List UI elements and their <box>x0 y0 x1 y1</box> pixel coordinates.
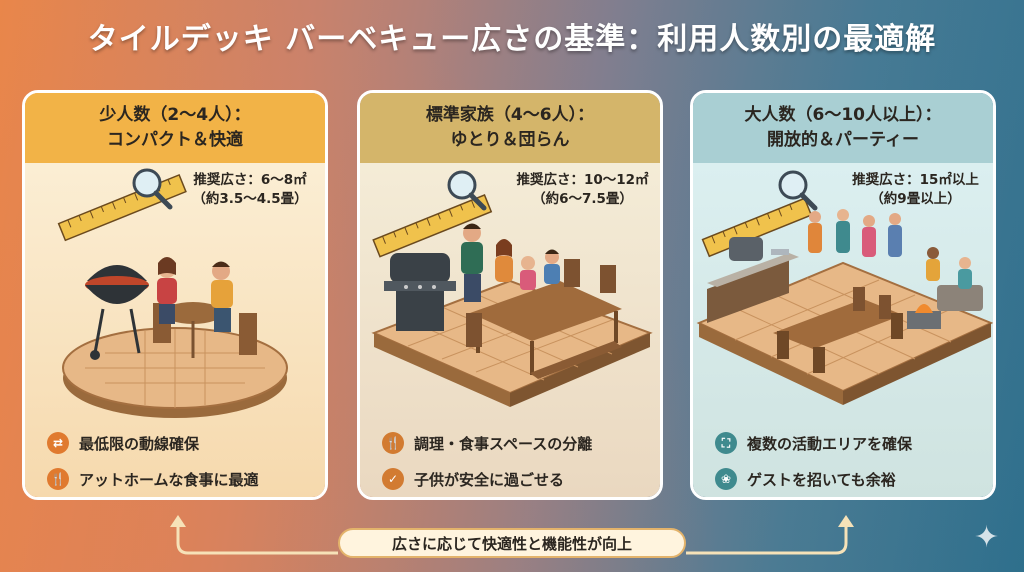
area-tatami: （約9畳以上） <box>870 190 961 207</box>
area-tatami: （約6〜7.5畳） <box>532 190 633 207</box>
feature-item: 🍴 調理・食事スペースの分離 <box>382 425 592 461</box>
arrows-exchange-icon: ⇄ <box>47 432 69 454</box>
recommended-area: 推奨広さ：15㎡以上 （約9畳以上） <box>833 171 993 209</box>
area-size: 推奨広さ：10〜12㎡ <box>516 172 649 188</box>
area-size: 推奨広さ：6〜8㎡ <box>193 172 307 188</box>
arrow-up-icon <box>170 515 186 527</box>
kettle-grill <box>85 265 149 360</box>
guest-3 <box>862 215 876 257</box>
gas-grill <box>384 253 456 331</box>
feature-list: ⇄ 最低限の動線確保 🍴 アットホームな食事に最適 <box>47 425 259 497</box>
guest-1 <box>808 211 822 253</box>
recommended-area: 推奨広さ：10〜12㎡ （約6〜7.5畳） <box>500 171 660 209</box>
person-mom <box>495 239 513 282</box>
arrow-up-icon <box>838 515 854 527</box>
feature-item: ⇄ 最低限の動線確保 <box>47 425 259 461</box>
feature-text: 最低限の動線確保 <box>79 434 200 453</box>
guest-5 <box>926 247 940 281</box>
footer-caption: 広さに応じて快適性と機能性が向上 <box>338 528 686 558</box>
outdoor-kitchen <box>707 237 799 323</box>
card-heading-line2: ゆとり＆団らん <box>450 130 570 150</box>
magnifier-icon <box>447 170 487 211</box>
card-family: 標準家族（4〜6人）： ゆとり＆団らん <box>357 90 663 500</box>
shield-check-icon: ✓ <box>382 468 404 490</box>
family-deck-illustration <box>371 170 653 407</box>
card-small-group: 少人数（2〜4人）： コンパクト＆快適 <box>22 90 328 500</box>
card-body: 推奨広さ：15㎡以上 （約9畳以上） ⛶ 複数の活動エリアを確保 ❀ ゲストを招… <box>693 163 993 497</box>
expand-area-icon: ⛶ <box>715 432 737 454</box>
card-large-group: 大人数（6〜10人以上）： 開放的＆パーティー <box>690 90 996 500</box>
person-child1 <box>520 256 536 290</box>
feature-item: ❀ ゲストを招いても余裕 <box>715 461 912 497</box>
page-title: タイルデッキ バーベキュー広さの基準：利用人数別の最適解 <box>87 22 937 57</box>
feature-text: ゲストを招いても余裕 <box>747 470 896 489</box>
feature-text: 複数の活動エリアを確保 <box>747 434 913 453</box>
guest-4 <box>888 213 902 257</box>
card-heading-line2: コンパクト＆快適 <box>107 130 243 150</box>
progress-arrow <box>170 515 854 555</box>
feature-item: 🍴 アットホームな食事に最適 <box>47 461 259 497</box>
paw-icon: ❀ <box>715 468 737 490</box>
feature-list: ⛶ 複数の活動エリアを確保 ❀ ゲストを招いても余裕 <box>715 425 912 497</box>
feature-list: 🍴 調理・食事スペースの分離 ✓ 子供が安全に過ごせる <box>382 425 592 497</box>
card-heading-line1: 大人数（6〜10人以上）： <box>744 105 942 126</box>
fork-knife-icon: 🍴 <box>47 468 69 490</box>
magnifier-icon <box>132 168 173 210</box>
person-child2 <box>544 249 560 284</box>
fork-knife-icon: 🍴 <box>382 432 404 454</box>
magnifier-icon <box>778 170 818 211</box>
feature-item: ✓ 子供が安全に過ごせる <box>382 461 592 497</box>
small-deck-illustration <box>57 168 288 418</box>
feature-text: アットホームな食事に最適 <box>79 470 259 489</box>
recommended-area: 推奨広さ：6〜8㎡ （約3.5〜4.5畳） <box>175 171 325 209</box>
guest-6 <box>958 257 972 289</box>
feature-text: 調理・食事スペースの分離 <box>414 434 593 453</box>
feature-item: ⛶ 複数の活動エリアを確保 <box>715 425 912 461</box>
card-body: 推奨広さ：10〜12㎡ （約6〜7.5畳） 🍴 調理・食事スペースの分離 ✓ 子… <box>360 163 660 497</box>
person-man <box>211 261 233 332</box>
person-dad <box>461 223 483 302</box>
card-heading-line2: 開放的＆パーティー <box>767 130 919 150</box>
card-header: 標準家族（4〜6人）： ゆとり＆団らん <box>360 93 660 163</box>
area-size: 推奨広さ：15㎡以上 <box>852 172 979 188</box>
card-heading-line1: 標準家族（4〜6人）： <box>425 105 595 126</box>
card-body: 推奨広さ：6〜8㎡ （約3.5〜4.5畳） ⇄ 最低限の動線確保 🍴 アットホー… <box>25 163 325 497</box>
guest-2 <box>836 209 850 253</box>
person-woman <box>157 257 177 324</box>
card-header: 大人数（6〜10人以上）： 開放的＆パーティー <box>693 93 993 163</box>
card-heading-line1: 少人数（2〜4人）： <box>99 105 251 126</box>
party-deck-illustration <box>696 170 993 405</box>
card-header: 少人数（2〜4人）： コンパクト＆快適 <box>25 93 325 163</box>
feature-text: 子供が安全に過ごせる <box>414 470 565 489</box>
area-tatami: （約3.5〜4.5畳） <box>192 190 308 207</box>
sparkle-icon: ✦ <box>974 520 1000 555</box>
